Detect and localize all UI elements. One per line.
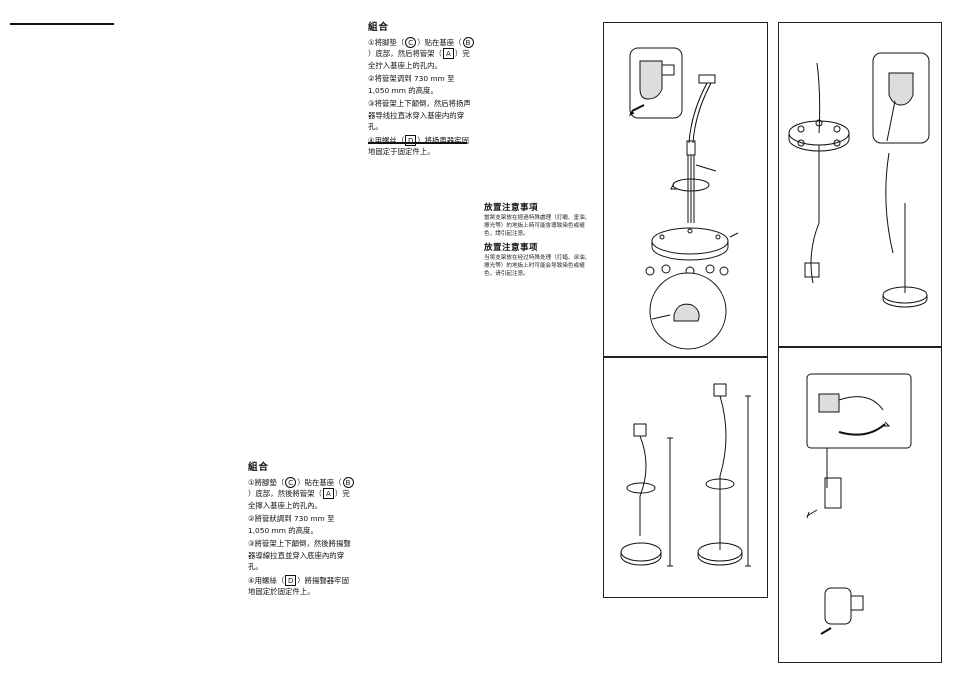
assembly-step-2: ②將管狀調到 730 mm 至 1,050 mm 的高度。	[248, 514, 335, 535]
assembly-step-3: ③将管架上下颠倒，然后将扬声器导线拉直冰穿入基座内的穿孔。	[368, 99, 471, 131]
speaker-fixing-illustration	[806, 373, 912, 635]
figure-panel-fixing	[778, 347, 942, 663]
stand-assembly-illustration	[628, 47, 739, 350]
height-adjustment-illustration	[620, 383, 751, 567]
section-rule	[368, 142, 467, 144]
assembly-step-1: ①将脚垫（C）贴在基座（B）底部，然后将管架（A）完全拧入基座上的孔内。	[368, 36, 476, 72]
assembly-step-1: ①將腳墊（C）貼在基座（B）底部，然後將管架（A）完全擰入基座上的孔內。	[248, 476, 356, 512]
assembly-instructions-simplified: 組合 ①将脚垫（C）贴在基座（B）底部，然后将管架（A）完全拧入基座上的孔内。 …	[368, 22, 476, 160]
placement-heading-traditional: 放置注意事項	[484, 203, 539, 213]
part-c-marker: C	[405, 36, 417, 48]
part-b-marker: B	[462, 36, 474, 48]
figure-panel-height	[603, 357, 768, 598]
part-a-marker: A	[322, 488, 334, 499]
assembly-step-4: ④用螺絲（D）將揚聲器牢固地固定於固定件上。	[248, 574, 349, 596]
placement-heading-simplified: 放置注意事项	[484, 243, 539, 253]
assembly-heading: 組合	[368, 22, 390, 33]
figure-panel-cable	[778, 22, 942, 347]
assembly-step-3: ③將管架上下顛倒，然後將揚聲器導線拉直並穿入底座內的穿孔。	[248, 539, 351, 571]
cable-routing-illustration	[788, 52, 930, 308]
top-rule	[10, 23, 114, 25]
assembly-step-2: ②将管架调到 730 mm 至 1,050 mm 的高度。	[368, 74, 455, 95]
assembly-instructions-traditional: 組合 ①將腳墊（C）貼在基座（B）底部，然後將管架（A）完全擰入基座上的孔內。 …	[248, 462, 356, 600]
assembly-step-4: ④用螺丝（D）将扬声器牢固地固定于固定件上。	[368, 134, 469, 156]
part-d-marker: D	[405, 134, 417, 146]
part-a-marker: A	[442, 48, 454, 59]
part-b-marker: B	[342, 476, 354, 488]
part-c-marker: C	[285, 476, 297, 488]
placement-body-traditional: 當將支架放在經過特殊處理（打蠟、塗油、擦光等）的地板上時可能會導致染色或褪色，請…	[484, 215, 591, 237]
figure-panel-assembly	[603, 22, 768, 357]
placement-note-simplified: 放置注意事项 当将支架放在经过特殊处理（打蜡、涂油、擦光等）的地板上时可能会导致…	[484, 244, 594, 278]
placement-note-traditional: 放置注意事項 當將支架放在經過特殊處理（打蠟、塗油、擦光等）的地板上時可能會導致…	[484, 204, 594, 238]
assembly-heading: 組合	[248, 462, 270, 473]
part-d-marker: D	[285, 574, 297, 586]
placement-body-simplified: 当将支架放在经过特殊处理（打蜡、涂油、擦光等）的地板上时可能会导致染色或褪色，请…	[484, 255, 591, 277]
